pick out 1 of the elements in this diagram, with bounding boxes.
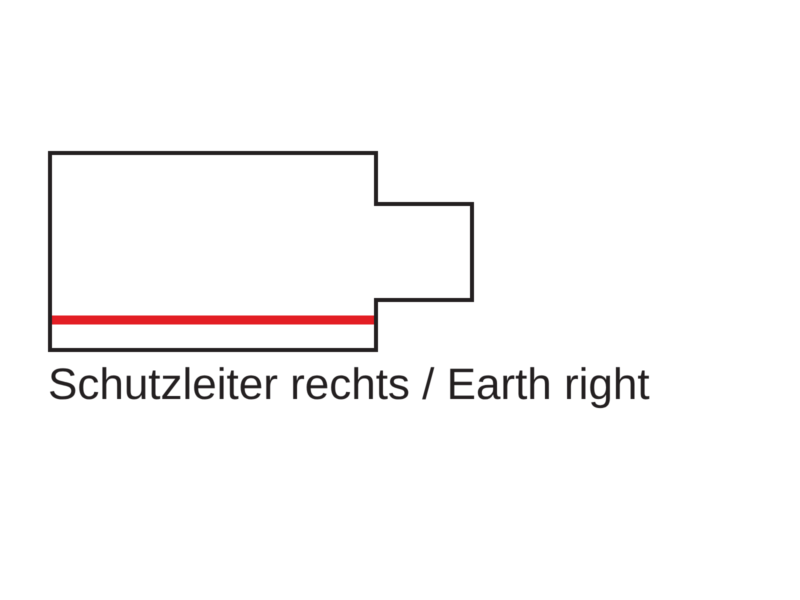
caption: Schutzleiter rechts / Earth right [48,360,650,410]
